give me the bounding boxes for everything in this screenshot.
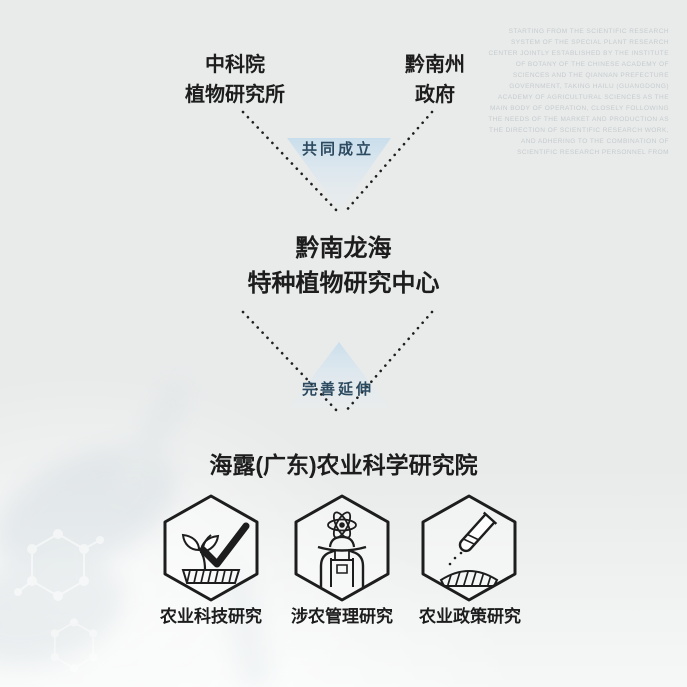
extend-dotted-line-right: [343, 310, 434, 414]
extend-connector-graphic: [241, 310, 434, 414]
molecule-icon: [14, 529, 104, 601]
side-note-line: MAIN BODY OF OPERATION, CLOSELY FOLLOWIN…: [489, 105, 669, 112]
merge-connector: 共同成立: [233, 108, 443, 220]
merge-dotted-line-left: [241, 110, 340, 214]
extend-connector: 完善延伸: [233, 308, 443, 420]
extend-dotted-line-left: [241, 310, 340, 414]
research-area-label: 农业科技研究: [160, 607, 262, 626]
center-org-line2: 特种植物研究中心: [247, 270, 440, 297]
side-note-line: SYSTEM OF THE SPECIAL PLANT RESEARCH: [510, 39, 669, 46]
side-note-line: SCIENTIFIC RESEARCH PERSONNEL FROM: [517, 149, 669, 156]
side-note-line: CENTER JOINTLY ESTABLISHED BY THE INSTIT…: [488, 50, 669, 57]
side-note-line: THE DIRECTION OF SCIENTIFIC RESEARCH WOR…: [489, 127, 669, 134]
founder-right-org: 黔南州 政府: [345, 50, 525, 110]
research-area-hexagon: [417, 492, 521, 604]
molecule-icon: [50, 618, 98, 673]
test-tube-soil-icon: [421, 494, 517, 602]
side-note-paragraph: STARTING FROM THE SCIENTIFIC RESEARCH SY…: [469, 26, 669, 158]
side-note-line: OF BOTANY OF THE CHINESE ACADEMY OF: [515, 61, 669, 68]
founder-right-line2: 政府: [415, 84, 455, 106]
checkmark-icon: [199, 522, 250, 568]
founder-left-line1: 中科院: [205, 54, 265, 76]
side-note-line: GOVERNMENT, TAKING HAILU (GUANGDONG): [509, 83, 669, 90]
merge-label: 共同成立: [301, 141, 374, 158]
merge-triangle: [287, 138, 391, 211]
research-area-hexagon: [290, 492, 394, 604]
farmer-atom-icon: [294, 494, 390, 602]
extend-triangle: [289, 342, 389, 408]
founder-right-line1: 黔南州: [405, 54, 465, 76]
extend-label: 完善延伸: [301, 381, 374, 398]
merge-dotted-line-right: [343, 110, 434, 214]
research-area-label: 农业政策研究: [419, 607, 521, 626]
research-area-hexagon: [159, 492, 263, 604]
founder-left-org: 中科院 植物研究所: [145, 50, 325, 110]
founder-left-line2: 植物研究所: [185, 84, 285, 106]
hexagon-outline: [294, 494, 390, 602]
institute-name: 海露(广东)农业科学研究院: [209, 452, 478, 478]
center-org-line1: 黔南龙海: [295, 235, 392, 262]
sprout-checkmark-icon: [163, 494, 259, 602]
side-note-line: ACADEMY OF AGRICULTURAL SCIENCES AS THE: [497, 94, 669, 101]
side-note-line: AND ADHERING TO THE COMBINATION OF: [520, 138, 669, 145]
side-note-line: SCIENCES AND THE QIANNAN PREFECTURE: [512, 72, 669, 79]
merge-connector-graphic: [241, 110, 434, 214]
side-note-line: THE NEEDS OF THE MARKET AND PRODUCTION A…: [488, 116, 669, 123]
falling-specks: [448, 551, 463, 566]
test-tube-icon: [458, 511, 498, 553]
center-org-title: 黔南龙海 特种植物研究中心: [0, 231, 687, 301]
side-note-line: STARTING FROM THE SCIENTIFIC RESEARCH: [508, 28, 669, 35]
research-area-label: 涉农管理研究: [291, 607, 393, 626]
